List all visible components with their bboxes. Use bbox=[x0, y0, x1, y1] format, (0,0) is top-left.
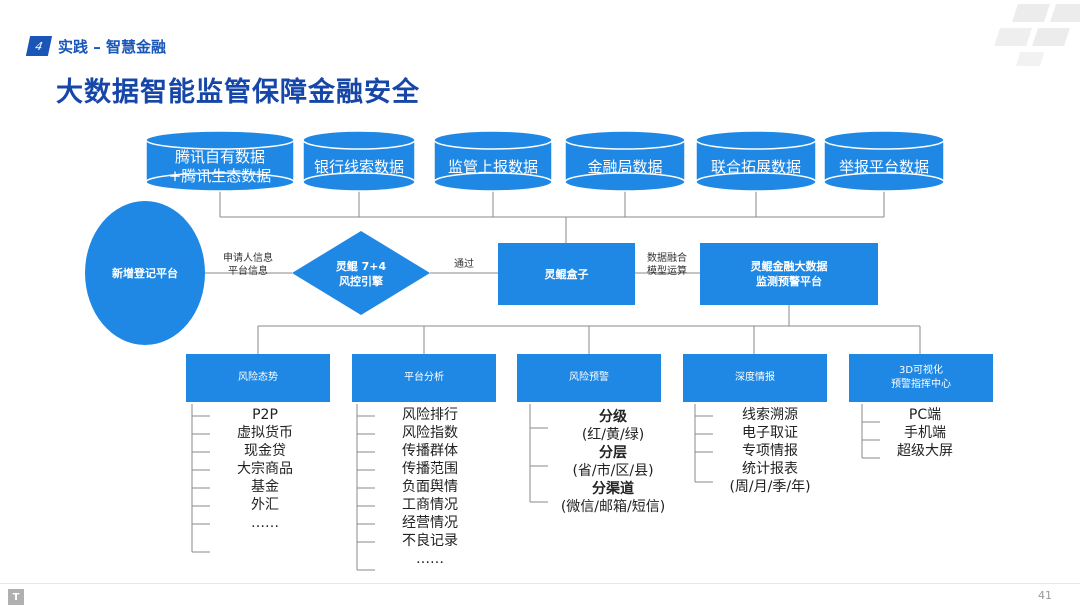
source-cylinders bbox=[145, 130, 945, 192]
list-item: 大宗商品 bbox=[237, 461, 293, 477]
list-item: 传播范围 bbox=[402, 461, 458, 477]
source-label-4: 联合拓展数据 bbox=[710, 157, 801, 176]
category-risk-warning: 风险预警 bbox=[517, 354, 661, 402]
page-title: 大数据智能监管保障金融安全 bbox=[56, 77, 420, 108]
list-item: (红/黄/绿) bbox=[581, 427, 645, 443]
source-label-3: 金融局数据 bbox=[587, 157, 663, 176]
source-label-2: 监管上报数据 bbox=[447, 157, 538, 176]
list-item: …… bbox=[251, 515, 279, 531]
list-item: 经营情况 bbox=[402, 515, 458, 531]
list-item: P2P bbox=[252, 407, 278, 423]
lingkun-box-node: 灵鲲盒子 bbox=[498, 243, 635, 305]
list-item: 负面舆情 bbox=[402, 479, 458, 495]
source-label-0: 腾讯自有数据+腾讯生态数据 bbox=[168, 148, 272, 185]
list-item: (省/市/区/县) bbox=[572, 463, 654, 479]
list-item: 线索溯源 bbox=[742, 407, 798, 423]
edge-data-fusion: 数据融合模型运算 bbox=[647, 253, 687, 277]
list-item: 超级大屏 bbox=[897, 443, 953, 459]
category-risk-situation: 风险态势 bbox=[186, 354, 330, 402]
category-platform-analysis: 平台分析 bbox=[352, 354, 496, 402]
list-item: (周/月/季/年) bbox=[729, 479, 811, 495]
flow-shapes bbox=[85, 201, 430, 345]
list-item: 传播群体 bbox=[402, 443, 458, 459]
list-item: PC端 bbox=[908, 407, 942, 423]
list-item: 风险排行 bbox=[402, 407, 458, 423]
monitoring-platform-node: 灵鲲金融大数据监测预警平台 bbox=[700, 243, 878, 305]
cylinder-3 bbox=[564, 130, 686, 192]
register-platform-node: 新增登记平台 bbox=[112, 266, 178, 280]
list-risk-situation: P2P 虚拟货币 现金贷 大宗商品 基金 外汇 …… bbox=[210, 406, 320, 532]
list-item: 分层 bbox=[599, 445, 627, 461]
list-deep-intelligence: 线索溯源 电子取证 专项情报 统计报表 (周/月/季/年) bbox=[713, 406, 827, 496]
list-item: 工商情况 bbox=[402, 497, 458, 513]
list-item: 分级 bbox=[599, 409, 627, 425]
list-item: 手机端 bbox=[904, 425, 946, 441]
edge-pass: 通过 bbox=[454, 259, 474, 270]
section-title: 实践 – 智慧金融 bbox=[58, 38, 166, 56]
category-3d-command-center: 3D可视化预警指挥中心 bbox=[849, 354, 993, 402]
list-3d-command-center: PC端 手机端 超级大屏 bbox=[880, 406, 970, 460]
page-number: 41 bbox=[1038, 589, 1052, 602]
footer-divider bbox=[0, 583, 1080, 584]
corner-decoration bbox=[994, 4, 1080, 66]
category-deep-intelligence: 深度情报 bbox=[683, 354, 827, 402]
list-item: …… bbox=[416, 551, 444, 567]
list-item: (微信/邮箱/短信) bbox=[560, 499, 666, 515]
list-item: 统计报表 bbox=[742, 461, 798, 477]
register-ellipse bbox=[85, 201, 205, 345]
list-item: 现金贷 bbox=[244, 443, 286, 459]
source-label-1: 银行线索数据 bbox=[313, 157, 404, 176]
list-item: 电子取证 bbox=[742, 425, 798, 441]
list-platform-analysis: 风险排行 风险指数 传播群体 传播范围 负面舆情 工商情况 经营情况 不良记录 … bbox=[375, 406, 485, 568]
list-item: 风险指数 bbox=[402, 425, 458, 441]
engine-diamond bbox=[292, 231, 430, 315]
list-item: 虚拟货币 bbox=[237, 425, 293, 441]
cylinder-0 bbox=[145, 130, 295, 192]
cylinder-2 bbox=[433, 130, 553, 192]
list-item: 基金 bbox=[251, 479, 279, 495]
list-item: 分渠道 bbox=[592, 481, 634, 497]
list-item: 专项情报 bbox=[742, 443, 798, 459]
list-risk-warning: 分级 (红/黄/绿) 分层 (省/市/区/县) 分渠道 (微信/邮箱/短信) bbox=[548, 408, 678, 516]
edge-applicant-info: 申请人信息平台信息 bbox=[223, 253, 273, 277]
source-label-5: 举报平台数据 bbox=[838, 157, 929, 176]
list-item: 外汇 bbox=[251, 497, 279, 513]
cylinder-4 bbox=[695, 130, 817, 192]
list-item: 不良记录 bbox=[402, 533, 458, 549]
cylinder-1 bbox=[302, 130, 416, 192]
cylinder-5 bbox=[823, 130, 945, 192]
logo: T bbox=[8, 589, 24, 605]
